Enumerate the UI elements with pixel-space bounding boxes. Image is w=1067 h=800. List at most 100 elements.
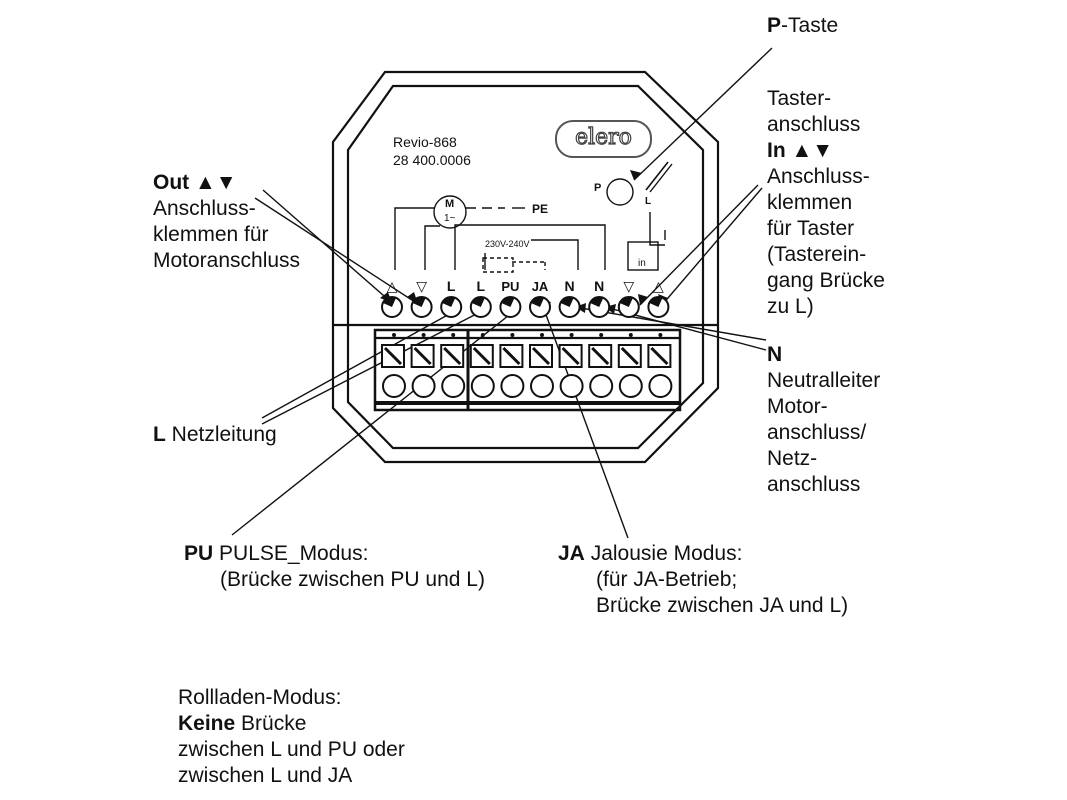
taster-line: Anschluss-	[767, 165, 870, 188]
terminal-screw-slot	[443, 346, 462, 366]
terminal-wire-entry	[500, 374, 525, 398]
terminal-screw-slot	[620, 346, 639, 366]
out-line: klemmen für	[153, 223, 269, 246]
terminal-wire-entry	[382, 374, 406, 398]
p-button	[606, 178, 634, 206]
l-netz-text: Netzleitung	[165, 423, 277, 446]
ja-bold: JA	[558, 542, 585, 565]
out-line: Motoranschluss	[153, 249, 301, 272]
terminal-block	[373, 328, 682, 412]
terminal-dot	[451, 333, 456, 337]
terminal-label: PU	[501, 279, 520, 294]
terminal-dot	[480, 333, 485, 337]
terminal-label: N	[564, 278, 575, 294]
terminal-connector-mark	[501, 297, 515, 307]
pu-text: PULSE_Modus:	[213, 542, 369, 565]
terminal-dot	[628, 333, 633, 337]
l-netz-label: L Netzleitung	[153, 422, 277, 448]
device-model: Revio-868	[393, 134, 457, 150]
p-taste-bold: P	[767, 14, 782, 37]
terminal-label: N	[594, 278, 605, 294]
terminal-screw-slot	[591, 346, 610, 366]
terminal-connector-mark	[442, 297, 456, 307]
ja-line3: Brücke zwischen JA und L)	[596, 594, 849, 617]
terminal-screw-slot	[383, 346, 403, 366]
terminal-dot	[392, 333, 396, 337]
terminal-connector-mark	[531, 297, 544, 307]
p-taste-text: -Taste	[781, 14, 839, 37]
terminal-wire-entry	[589, 374, 614, 398]
p-taste-label: P-Taste	[767, 13, 838, 39]
out-bold: Out ▲▼	[153, 171, 237, 194]
l-netz-bold: L	[153, 423, 166, 446]
terminal-label: ▽	[623, 278, 635, 294]
device-inner-frame	[346, 84, 705, 450]
terminal-connector-mark	[649, 297, 663, 307]
terminal-connector-mark	[383, 297, 396, 307]
terminal-dot	[510, 333, 515, 337]
terminal-connector-mark	[619, 297, 633, 307]
terminal-wire-entry	[441, 374, 466, 398]
terminal-dot	[599, 333, 604, 337]
terminal-label: L	[446, 278, 456, 294]
n-line: anschluss/	[767, 421, 867, 444]
terminal-wire-entry	[618, 374, 643, 398]
terminal-screw-slot	[531, 346, 551, 366]
out-line: Anschluss-	[153, 197, 256, 220]
ja-label: JA Jalousie Modus: (für JA-Betrieb; Brüc…	[558, 541, 848, 619]
terminal-connector-mark	[412, 297, 426, 307]
terminal-label: L	[476, 278, 486, 294]
voltage-label: 230V-240V	[484, 236, 531, 253]
rollladen-line3: zwischen L und PU oder	[178, 738, 405, 761]
terminal-dot	[540, 333, 544, 337]
taster-line: für Taster	[767, 217, 855, 240]
terminal-dot	[569, 333, 574, 337]
pu-label: PU PULSE_Modus: (Brücke zwischen PU und …	[184, 541, 485, 593]
rollladen-line1: Rollladen-Modus:	[178, 686, 342, 709]
elero-logo-text: elero	[574, 124, 632, 150]
terminal-screw-slot	[413, 346, 432, 366]
pu-bold: PU	[184, 542, 214, 565]
n-label: N Neutralleiter Motor- anschluss/ Netz- …	[767, 342, 880, 498]
terminal-wire-entry	[530, 374, 554, 398]
device-article-number: 28 400.0006	[393, 152, 471, 168]
terminal-connector-mark	[560, 297, 574, 307]
terminal-label: △	[653, 278, 664, 294]
taster-l-label: L	[645, 196, 652, 207]
taster-in-bold: In ▲▼	[767, 139, 834, 162]
motor-label: M	[445, 198, 455, 210]
terminal-wire-entry	[411, 374, 436, 398]
terminal-dot	[658, 333, 663, 337]
terminal-screw-slot	[502, 346, 521, 366]
n-line: Neutralleiter	[767, 369, 881, 392]
pe-label: PE	[532, 202, 549, 216]
n-line: Motor-	[767, 395, 828, 418]
rollladen-bold: Keine	[178, 712, 236, 735]
terminal-screw-slot	[650, 346, 669, 366]
n-line: anschluss	[767, 473, 861, 496]
taster-line: anschluss	[767, 113, 861, 136]
taster-line: klemmen	[767, 191, 853, 214]
pu-line2: (Brücke zwischen PU und L)	[220, 568, 485, 591]
terminal-label: JA	[531, 279, 549, 294]
terminal-label: ▽	[416, 278, 427, 294]
rollladen-label: Rollladen-Modus: Keine Brücke zwischen L…	[178, 685, 405, 789]
elero-logo: elero	[555, 120, 652, 158]
terminal-connector-mark	[590, 297, 604, 307]
terminal-label: △	[386, 278, 398, 294]
motor-symbol	[433, 195, 467, 229]
p-button-label: P	[594, 182, 602, 194]
taster-line: (Tasterein-	[767, 243, 867, 266]
taster-line: zu L)	[767, 295, 814, 318]
taster-line: gang Brücke	[767, 269, 885, 292]
ja-text: Jalousie Modus:	[584, 542, 743, 565]
terminal-wire-entry	[470, 374, 495, 398]
ja-line2: (für JA-Betrieb;	[596, 568, 738, 591]
out-label: Out ▲▼ Anschluss- klemmen für Motoransch…	[153, 170, 300, 274]
terminal-dot	[421, 333, 426, 337]
taster-label: Taster- anschluss In ▲▼ Anschluss- klemm…	[767, 86, 885, 320]
rollladen-line2: Brücke	[235, 712, 307, 735]
taster-line: Taster-	[767, 87, 832, 110]
device-outer-frame	[331, 70, 720, 464]
motor-sub-label: 1~	[444, 213, 456, 224]
